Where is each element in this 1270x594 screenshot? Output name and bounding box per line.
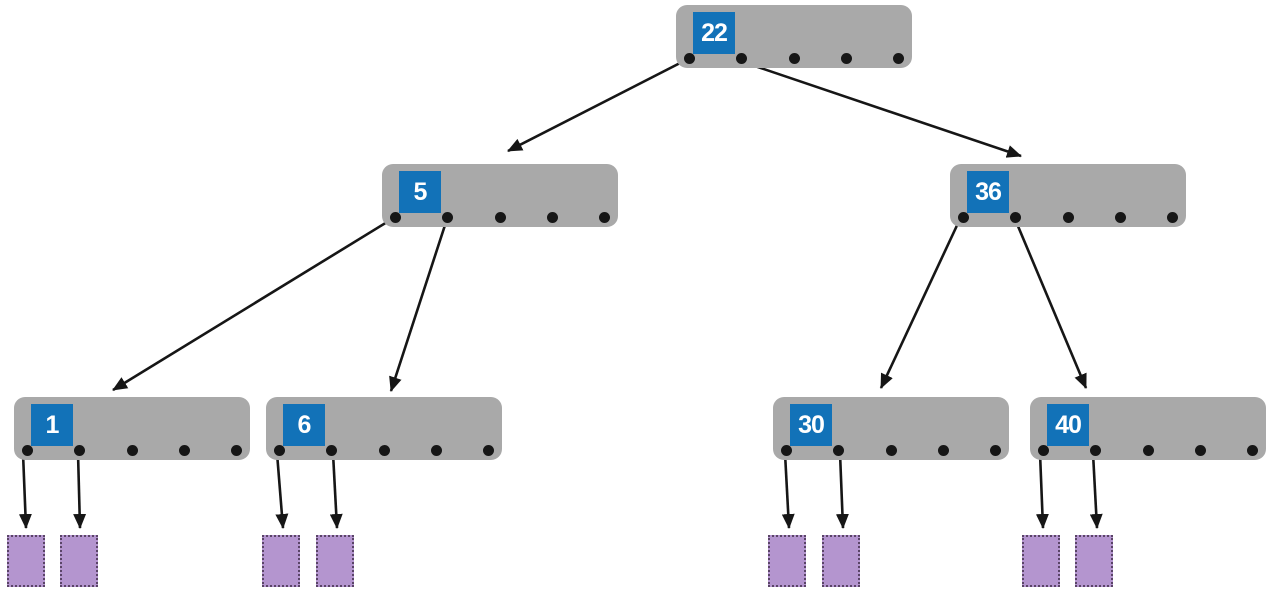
leaf-record-1 xyxy=(7,535,45,587)
btree-node-1: 1 xyxy=(14,397,250,460)
leaf-record-7 xyxy=(1022,535,1060,587)
pointer-dots xyxy=(390,212,610,223)
pointer-dot xyxy=(231,445,242,456)
pointer-dot xyxy=(1038,445,1049,456)
pointer-dot xyxy=(74,445,86,456)
pointer-dot xyxy=(126,445,138,456)
pointer-dots xyxy=(1038,445,1258,456)
pointer-dot xyxy=(1194,445,1206,456)
pointer-dots xyxy=(684,53,904,64)
pointer-dot xyxy=(430,445,442,456)
pointer-dot xyxy=(442,212,454,223)
pointer-dot xyxy=(22,445,33,456)
edge-36-30 xyxy=(879,218,962,389)
node-key-badge: 5 xyxy=(399,171,441,213)
pointer-dot xyxy=(274,445,285,456)
btree-node-22: 22 xyxy=(676,5,912,68)
leaf-record-8 xyxy=(1075,535,1113,587)
edge-5-1 xyxy=(112,217,393,392)
edge-6-record-3 xyxy=(275,452,289,529)
edge-5-6 xyxy=(389,218,449,392)
btree-node-30: 30 xyxy=(773,397,1009,460)
pointer-dots xyxy=(274,445,494,456)
pointer-dot xyxy=(736,53,748,64)
pointer-dot xyxy=(684,53,695,64)
pointer-dot xyxy=(546,212,558,223)
pointer-dot xyxy=(958,212,969,223)
pointer-dot xyxy=(1062,212,1074,223)
btree-node-40: 40 xyxy=(1030,397,1266,460)
pointer-dots xyxy=(22,445,242,456)
edge-22-36 xyxy=(739,59,1022,158)
pointer-dot xyxy=(1090,445,1102,456)
pointer-dots xyxy=(958,212,1178,223)
edge-6-record-4 xyxy=(329,452,343,529)
edge-1-record-2 xyxy=(73,452,87,529)
pointer-dot xyxy=(885,445,897,456)
node-key-badge: 30 xyxy=(790,404,832,446)
pointer-dot xyxy=(1010,212,1022,223)
edge-1-record-1 xyxy=(18,452,32,529)
pointer-dot xyxy=(599,212,610,223)
edge-40-record-7 xyxy=(1035,452,1049,529)
pointer-dot xyxy=(1247,445,1258,456)
leaf-record-4 xyxy=(316,535,354,587)
node-key-badge: 36 xyxy=(967,171,1009,213)
pointer-dot xyxy=(1167,212,1178,223)
pointer-dot xyxy=(893,53,904,64)
pointer-dot xyxy=(990,445,1001,456)
node-key-badge: 40 xyxy=(1047,404,1089,446)
btree-node-36: 36 xyxy=(950,164,1186,227)
pointer-dot xyxy=(781,445,792,456)
pointer-dot xyxy=(937,445,949,456)
leaf-record-3 xyxy=(262,535,300,587)
pointer-dot xyxy=(178,445,190,456)
pointer-dot xyxy=(833,445,845,456)
btree-node-6: 6 xyxy=(266,397,502,460)
pointer-dot xyxy=(788,53,800,64)
pointer-dot xyxy=(483,445,494,456)
leaf-record-2 xyxy=(60,535,98,587)
node-key-badge: 22 xyxy=(693,12,735,54)
btree-node-5: 5 xyxy=(382,164,618,227)
pointer-dot xyxy=(1142,445,1154,456)
pointer-dot xyxy=(390,212,401,223)
edge-40-record-8 xyxy=(1089,452,1103,529)
leaf-record-6 xyxy=(822,535,860,587)
pointer-dot xyxy=(1114,212,1126,223)
edge-36-40 xyxy=(1013,218,1088,389)
pointer-dots xyxy=(781,445,1001,456)
pointer-dot xyxy=(326,445,338,456)
pointer-dot xyxy=(494,212,506,223)
pointer-dot xyxy=(378,445,390,456)
edge-30-record-5 xyxy=(781,452,795,529)
leaf-record-5 xyxy=(768,535,806,587)
node-key-badge: 6 xyxy=(283,404,325,446)
edge-22-5 xyxy=(507,59,685,153)
pointer-dot xyxy=(840,53,852,64)
node-key-badge: 1 xyxy=(31,404,73,446)
edge-30-record-6 xyxy=(835,452,849,529)
